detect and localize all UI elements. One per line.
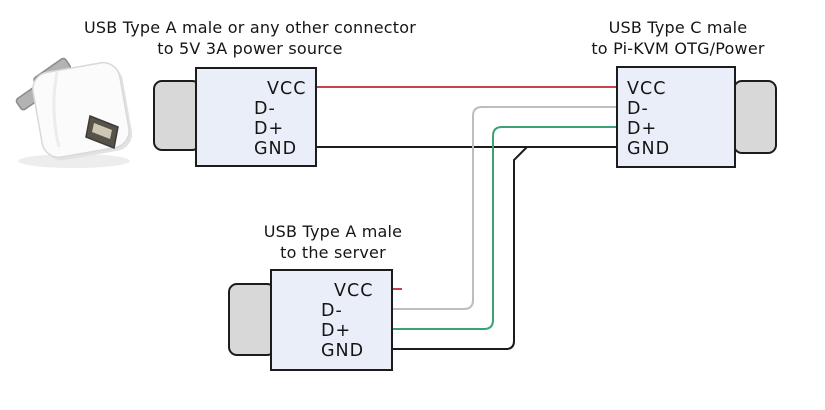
pin-label-d-plus: D+ bbox=[254, 119, 285, 139]
pin-label-vcc: VCC bbox=[267, 79, 307, 99]
label-power-source: USB Type A male or any other connector t… bbox=[60, 17, 440, 59]
power-adapter-icon bbox=[15, 57, 133, 168]
pin-label-d-plus: D+ bbox=[321, 321, 352, 341]
label-server-line2: to the server bbox=[280, 243, 386, 262]
label-pikvm-line1: USB Type C male bbox=[608, 18, 748, 37]
server-connector-block: VCC D- D+ GND bbox=[270, 269, 393, 371]
wire-gnd-branch bbox=[391, 146, 528, 350]
label-server-line1: USB Type A male bbox=[263, 222, 403, 241]
label-power-source-line2: to 5V 3A power source bbox=[157, 39, 343, 58]
label-power-source-line1: USB Type A male or any other connector bbox=[84, 18, 416, 37]
pikvm-connector-block: VCC D- D+ GND bbox=[616, 66, 736, 168]
wire-d-plus bbox=[391, 126, 618, 330]
pin-label-gnd: GND bbox=[254, 139, 298, 159]
power-connector-block: VCC D- D+ GND bbox=[195, 67, 317, 167]
pin-label-d-plus: D+ bbox=[627, 119, 658, 139]
wire-d-minus bbox=[391, 106, 618, 310]
pin-label-d-minus: D- bbox=[254, 99, 276, 119]
pin-label-gnd: GND bbox=[627, 139, 671, 159]
pin-label-d-minus: D- bbox=[627, 99, 649, 119]
server-plug-shell bbox=[228, 283, 276, 356]
label-server: USB Type A male to the server bbox=[233, 221, 433, 263]
pin-label-vcc: VCC bbox=[334, 281, 374, 301]
pikvm-plug-shell bbox=[733, 80, 777, 154]
label-pikvm-line2: to Pi-KVM OTG/Power bbox=[591, 39, 765, 58]
pin-label-gnd: GND bbox=[321, 341, 365, 361]
label-pikvm: USB Type C male to Pi-KVM OTG/Power bbox=[568, 17, 788, 59]
power-plug-shell bbox=[153, 80, 201, 151]
pin-label-d-minus: D- bbox=[321, 301, 343, 321]
pin-label-vcc: VCC bbox=[627, 79, 667, 99]
